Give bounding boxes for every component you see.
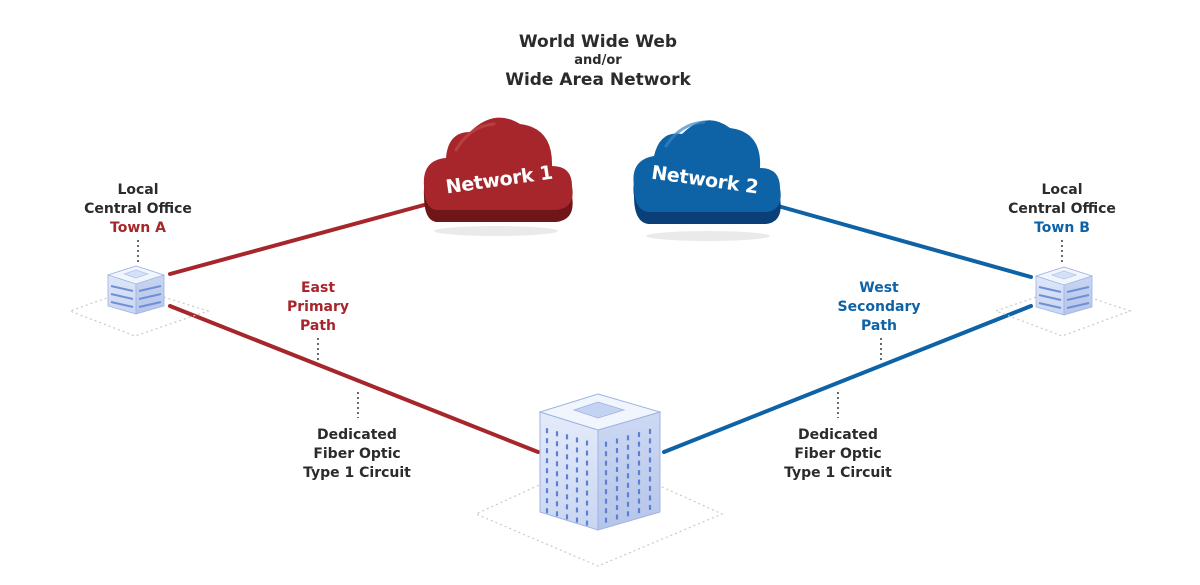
building-town-a bbox=[106, 265, 166, 315]
link-towna-datacenter bbox=[168, 304, 540, 454]
office-b-label: Local Central Office Town B bbox=[1008, 182, 1116, 236]
datacenter-windows-right bbox=[604, 428, 652, 523]
office-b-town: Town B bbox=[1034, 220, 1090, 236]
building-datacenter bbox=[538, 393, 662, 531]
office-a-town: Town A bbox=[110, 220, 166, 236]
datacenter-windows-left bbox=[545, 428, 589, 526]
office-a-line-1: Local bbox=[117, 182, 158, 198]
circuit-right-line-1: Dedicated bbox=[798, 427, 878, 443]
floor-pad-datacenter bbox=[474, 457, 724, 567]
header-line-1: World Wide Web bbox=[519, 32, 677, 52]
cloud-network-1: Network 1 bbox=[423, 117, 573, 236]
circuit-right-line-3: Type 1 Circuit bbox=[784, 465, 892, 481]
circuit-right-label: Dedicated Fiber Optic Type 1 Circuit bbox=[784, 427, 892, 481]
office-b-line-2: Central Office bbox=[1008, 201, 1116, 217]
header-line-2: and/or bbox=[574, 53, 622, 68]
east-path-line-1: East bbox=[301, 280, 335, 296]
link-towna-network1 bbox=[168, 203, 426, 276]
leader-lines bbox=[137, 240, 1063, 418]
link-datacenter-townb bbox=[662, 304, 1033, 454]
east-path-line-2: Primary bbox=[287, 299, 349, 315]
office-a-line-2: Central Office bbox=[84, 201, 192, 217]
building-town-b bbox=[1034, 266, 1094, 316]
circuit-left-line-2: Fiber Optic bbox=[313, 446, 400, 462]
header-line-3: Wide Area Network bbox=[505, 70, 691, 90]
link-network2-townb bbox=[776, 204, 1033, 279]
circuit-left-line-3: Type 1 Circuit bbox=[303, 465, 411, 481]
circuit-left-label: Dedicated Fiber Optic Type 1 Circuit bbox=[303, 427, 411, 481]
west-path-line-3: Path bbox=[861, 318, 897, 334]
east-path-line-3: Path bbox=[300, 318, 336, 334]
circuit-left-line-1: Dedicated bbox=[317, 427, 397, 443]
east-path-label: East Primary Path bbox=[287, 280, 349, 334]
office-a-label: Local Central Office Town A bbox=[84, 182, 192, 236]
cloud-network-2: Network 2 bbox=[633, 120, 781, 241]
circuit-right-line-2: Fiber Optic bbox=[794, 446, 881, 462]
west-path-label: West Secondary Path bbox=[838, 280, 921, 334]
west-path-line-2: Secondary bbox=[838, 299, 921, 315]
diagram-header: World Wide Web and/or Wide Area Network bbox=[505, 32, 691, 90]
floor-pad-town-a bbox=[68, 287, 210, 337]
west-path-line-1: West bbox=[859, 280, 899, 296]
office-b-line-1: Local bbox=[1041, 182, 1082, 198]
